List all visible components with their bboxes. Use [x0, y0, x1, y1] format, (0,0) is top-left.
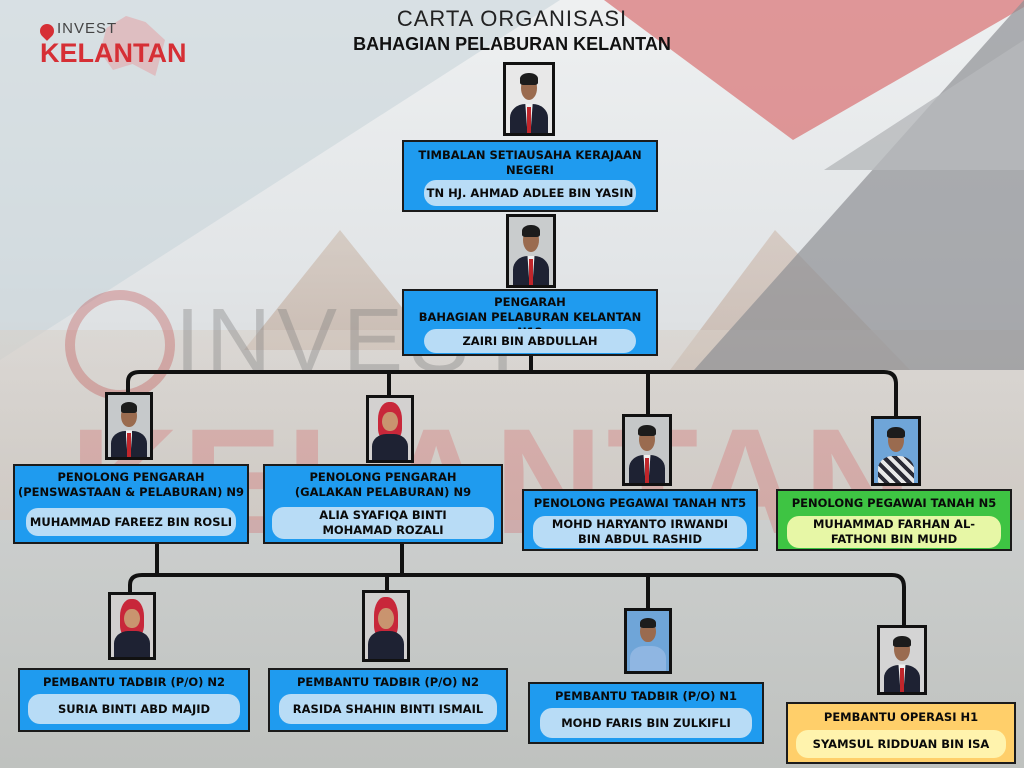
name-timbalan: TN HJ. AHMAD ADLEE BIN YASIN [424, 180, 636, 206]
name-ppt1: MOHD HARYANTO IRWANDI BIN ABDUL RASHID [533, 516, 747, 548]
photo-ppt2 [871, 416, 921, 486]
node-pt3: PEMBANTU TADBIR (P/O) N1 MOHD FARIS BIN … [528, 682, 764, 744]
role-pt2: PEMBANTU TADBIR (P/O) N2 [296, 675, 480, 689]
photo-timbalan [503, 62, 555, 136]
role-pp1-2: (PENSWASTAAN & PELABURAN) N9 [17, 485, 245, 499]
invest-kelantan-logo: INVEST KELANTAN [37, 16, 186, 76]
name-ppt1-1: MOHD HARYANTO IRWANDI [551, 517, 729, 531]
name-pt3: MOHD FARIS BIN ZULKIFLI [540, 708, 752, 738]
photo-pt2 [362, 590, 410, 662]
name-pt1: SURIA BINTI ABD MAJID [28, 694, 240, 724]
node-pt1: PEMBANTU TADBIR (P/O) N2 SURIA BINTI ABD… [18, 668, 250, 732]
role-ppt2: PENOLONG PEGAWAI TANAH N5 [791, 496, 997, 510]
photo-pt3 [624, 608, 672, 674]
photo-pp2 [366, 395, 414, 463]
node-ppt2: PENOLONG PEGAWAI TANAH N5 MUHAMMAD FARHA… [776, 489, 1012, 551]
name-ppt2-1: MUHAMMAD FARHAN AL- [812, 517, 976, 531]
role-po: PEMBANTU OPERASI H1 [823, 710, 979, 724]
name-ppt2: MUHAMMAD FARHAN AL- FATHONI BIN MUHD [787, 516, 1001, 548]
role-pp1-1: PENOLONG PENGARAH [57, 470, 205, 484]
name-pt2: RASIDA SHAHIN BINTI ISMAIL [279, 694, 497, 724]
name-pp1: MUHAMMAD FAREEZ BIN ROSLI [26, 508, 236, 536]
photo-pengarah [506, 214, 556, 288]
node-pt2: PEMBANTU TADBIR (P/O) N2 RASIDA SHAHIN B… [268, 668, 508, 732]
photo-pt1 [108, 592, 156, 660]
chart-title: CARTA ORGANISASI [396, 6, 628, 31]
role-pp2-1: PENOLONG PENGARAH [309, 470, 457, 484]
name-po: SYAMSUL RIDDUAN BIN ISA [796, 730, 1006, 758]
name-ppt1-2: BIN ABDUL RASHID [577, 532, 703, 546]
photo-pp1 [105, 392, 153, 460]
chart-subtitle: BAHAGIAN PELABURAN KELANTAN [353, 34, 671, 54]
role-pt3: PEMBANTU TADBIR (P/O) N1 [554, 689, 738, 703]
name-pp2: ALIA SYAFIQA BINTI MOHAMAD ROZALI [272, 507, 494, 539]
node-pp2: PENOLONG PENGARAH (GALAKAN PELABURAN) N9… [263, 464, 503, 544]
photo-po [877, 625, 927, 695]
photo-ppt1 [622, 414, 672, 486]
node-pp1: PENOLONG PENGARAH (PENSWASTAAN & PELABUR… [13, 464, 249, 544]
name-pengarah: ZAIRI BIN ABDULLAH [424, 329, 636, 353]
role-pt1: PEMBANTU TADBIR (P/O) N2 [42, 675, 226, 689]
node-timbalan: TIMBALAN SETIAUSAHA KERAJAAN NEGERI KELA… [402, 140, 658, 212]
node-po: PEMBANTU OPERASI H1 SYAMSUL RIDDUAN BIN … [786, 702, 1016, 764]
name-pp2-2: MOHAMAD ROZALI [322, 523, 444, 537]
node-ppt1: PENOLONG PEGAWAI TANAH NT5 MOHD HARYANTO… [522, 489, 758, 551]
name-ppt2-2: FATHONI BIN MUHD [830, 532, 958, 546]
name-pp2-1: ALIA SYAFIQA BINTI [319, 508, 447, 522]
role-pengarah-1: PENGARAH [494, 295, 566, 309]
node-pengarah: PENGARAH BAHAGIAN PELABURAN KELANTAN N12… [402, 289, 658, 356]
role-pp2-2: (GALAKAN PELABURAN) N9 [294, 485, 472, 499]
role-ppt1: PENOLONG PEGAWAI TANAH NT5 [533, 496, 747, 510]
